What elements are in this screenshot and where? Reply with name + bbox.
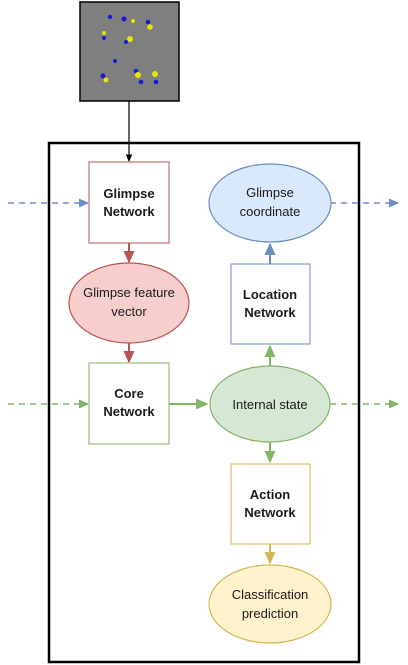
classification-prediction-label-line2: prediction	[242, 606, 298, 621]
glimpse-feature-vector-label-line2: vector	[111, 304, 147, 319]
action-network-node: Action Network	[230, 463, 311, 545]
location-network-label-line2: Network	[244, 305, 296, 320]
classification-prediction-label-line1: Classification	[232, 587, 309, 602]
location-network-label-line1: Location	[243, 287, 297, 302]
glimpse-coordinate-label-line2: coordinate	[240, 204, 301, 219]
action-network-label-line2: Network	[244, 505, 296, 520]
internal-state-label: Internal state	[232, 397, 307, 412]
glimpse-feature-vector-node: Glimpse feature vector	[68, 262, 190, 344]
core-network-label-line1: Core	[114, 386, 144, 401]
glimpse-network-label-line2: Network	[103, 204, 155, 219]
glimpse-feature-vector-label-line1: Glimpse feature	[83, 285, 175, 300]
core-network-label-line2: Network	[103, 404, 155, 419]
internal-state-node: Internal state	[209, 365, 331, 443]
image-dots	[100, 14, 159, 85]
input-image	[79, 1, 180, 102]
classification-prediction-node: Classification prediction	[208, 564, 332, 644]
glimpse-coordinate-label-line1: Glimpse	[246, 185, 294, 200]
core-network-node: Core Network	[88, 362, 170, 445]
glimpse-network-node: Glimpse Network	[88, 161, 170, 244]
glimpse-coordinate-node: Glimpse coordinate	[208, 163, 332, 243]
glimpse-network-label-line1: Glimpse	[103, 186, 154, 201]
model-frame	[47, 141, 361, 664]
location-network-node: Location Network	[230, 263, 311, 345]
action-network-label-line1: Action	[250, 487, 291, 502]
